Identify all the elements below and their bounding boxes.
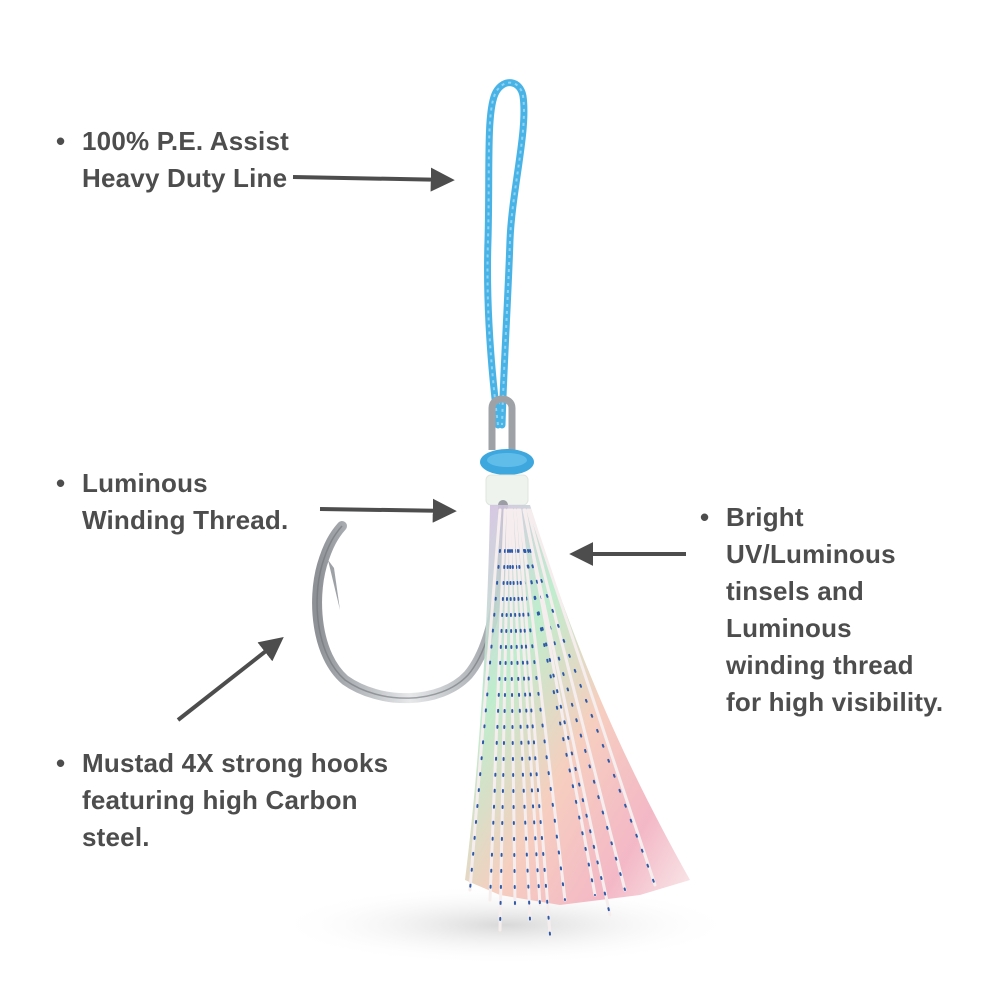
tinsel-skirt: [465, 505, 690, 937]
callout-text-line: Luminous: [726, 613, 852, 643]
tinsel-speckle: [519, 549, 566, 901]
callout-hook: • Mustad 4X strong hooks featuring high …: [56, 745, 389, 856]
tinsel-speckle: [517, 549, 551, 936]
tinsel-speckle: [489, 549, 506, 901]
arrow-hook: [176, 637, 284, 722]
callout-text-line: Luminous: [82, 468, 208, 498]
tinsel-speckle: [514, 549, 541, 906]
arrow-assist-line: [292, 167, 455, 192]
tinsel-strand: [488, 508, 507, 902]
bullet: •: [56, 468, 66, 498]
callout-text-line: Mustad 4X strong hooks: [82, 748, 389, 778]
tinsel-speckle: [499, 549, 509, 931]
tinsel-strand: [498, 508, 510, 932]
bullet: •: [56, 748, 66, 778]
tinsel-strand: [518, 508, 567, 902]
hook-barb: [328, 560, 340, 610]
callout-text-line: tinsels and: [726, 576, 865, 606]
tinsel-strand: [510, 508, 532, 922]
callout-text-line: for high visibility.: [726, 687, 944, 717]
callout-text-line: steel.: [82, 822, 150, 852]
tinsel-speckle: [524, 549, 596, 896]
callout-winding-thread: • Luminous Winding Thread.: [56, 465, 289, 539]
tinsel-speckle: [527, 549, 626, 891]
callout-text-line: 100% P.E. Assist: [82, 126, 289, 156]
winding-thread: [485, 474, 529, 506]
callout-tinsel: • Bright UV/Luminous tinsels and Luminou…: [700, 499, 944, 721]
callout-assist-line: • 100% P.E. Assist Heavy Duty Line: [56, 123, 289, 197]
tinsel-strand: [522, 508, 612, 917]
hook-eye: [488, 395, 516, 452]
tinsel-speckle: [529, 549, 656, 886]
callout-text-line: featuring high Carbon: [82, 785, 358, 815]
hook-bend: [312, 500, 508, 704]
callout-text-line: UV/Luminous: [726, 539, 896, 569]
callout-text-line: winding thread: [726, 650, 914, 680]
callout-text-line: Heavy Duty Line: [82, 163, 288, 193]
arrow-winding-thread: [319, 498, 457, 523]
assist-line-loop: [484, 79, 528, 429]
tinsel-strand: [528, 508, 657, 887]
ground-shadow: [275, 885, 735, 965]
tinsel-strand: [526, 508, 627, 892]
callout-text-line: Bright: [726, 502, 804, 532]
bullet: •: [56, 126, 66, 156]
tinsel-strand: [516, 508, 552, 937]
tinsel-strand: [468, 508, 502, 892]
bullet: •: [700, 502, 710, 532]
callout-text-line: Winding Thread.: [82, 505, 289, 535]
tinsel-speckle: [509, 549, 516, 906]
